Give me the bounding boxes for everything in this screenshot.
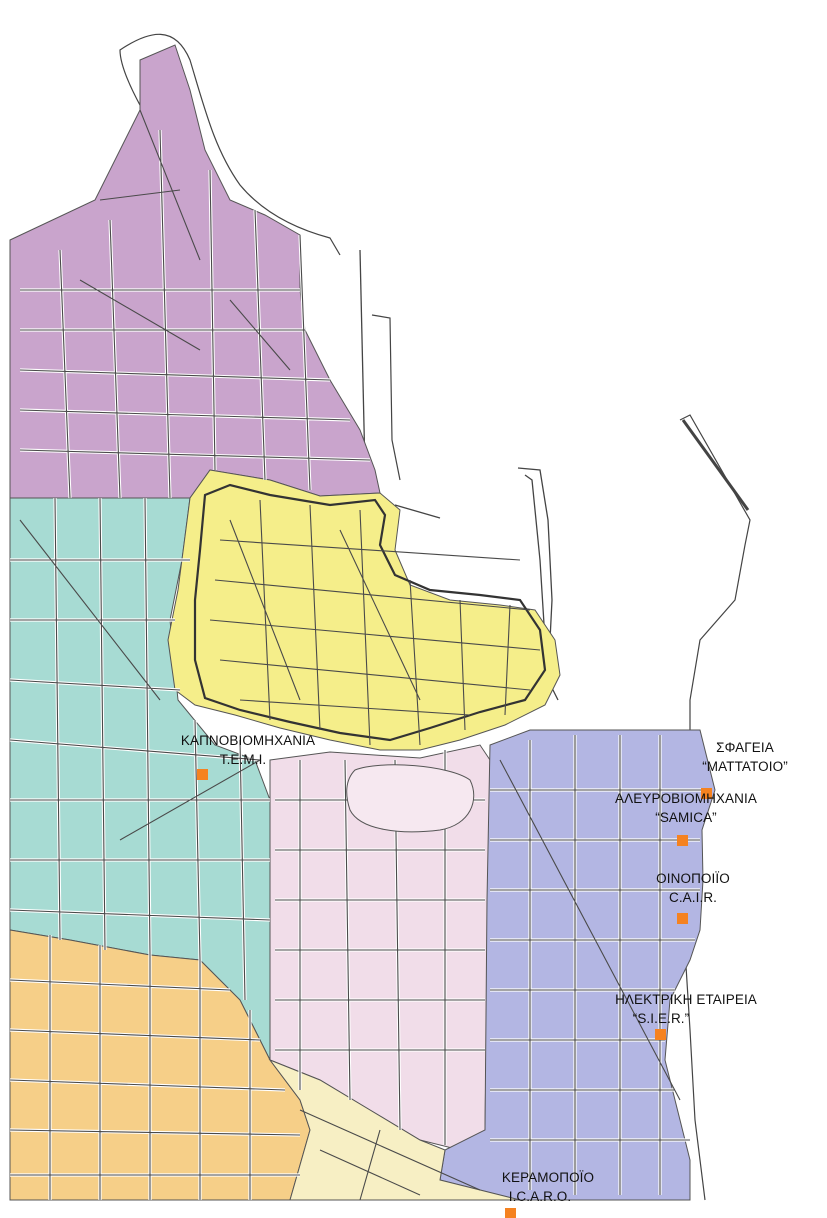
square-marker-icon (197, 769, 208, 780)
poi-kapnoviom-name: ΚΑΠΝΟΒΙΟΜΗΧΑΝΙΑ (181, 733, 315, 748)
poi-ilektriki-name: ΗΛΕΚΤΡΙΚΗ ΕΤΑΙΡΕΙΑ (615, 992, 757, 1007)
square-marker-icon (701, 788, 712, 799)
poi-aleurovio: ΑΛΕΥΡΟΒΙΟΜΗΧΑΝΙΑ “SAMICA” (615, 791, 757, 846)
poi-ilektriki: ΗΛΕΚΤΡΙΚΗ ΕΤΑΙΡΕΙΑ “S.I.E.R.” (615, 992, 757, 1040)
poi-keramopoiio-subname: I.C.A.R.O. (509, 1189, 572, 1204)
poi-kapnoviom-subname: T.E.M.I. (220, 752, 267, 767)
north-district (9, 44, 381, 499)
park-outline (346, 764, 475, 833)
poi-sfageia-subname: “ΜΑΤΤΑΤΟΙΟ” (702, 759, 788, 774)
poi-oinopoiio: ΟΙΝΟΠΟΙΪΟ C.A.I.R. (656, 871, 730, 924)
poi-sfageia-name: ΣΦΑΓΕΙΑ (716, 740, 774, 755)
poi-oinopoiio-subname: C.A.I.R. (669, 890, 717, 905)
poi-keramopoiio-name: ΚΕΡΑΜΟΠΟΪΟ (502, 1170, 594, 1185)
poi-aleurovio-name: ΑΛΕΥΡΟΒΙΟΜΗΧΑΝΙΑ (615, 791, 757, 806)
fortification-wall (193, 483, 547, 742)
poi-keramopoiio: ΚΕΡΑΜΟΠΟΪΟ I.C.A.R.O. (502, 1170, 594, 1218)
poi-sfageia: ΣΦΑΓΕΙΑ “ΜΑΤΤΑΤΟΙΟ” (701, 740, 788, 799)
coastline (119, 33, 751, 1201)
square-marker-icon (677, 913, 688, 924)
square-marker-icon (505, 1208, 516, 1218)
poi-kapnoviom: ΚΑΠΝΟΒΙΟΜΗΧΑΝΙΑ T.E.M.I. (181, 733, 315, 780)
poi-oinopoiio-name: ΟΙΝΟΠΟΙΪΟ (656, 871, 730, 886)
square-marker-icon (677, 835, 688, 846)
poi-aleurovio-subname: “SAMICA” (655, 810, 717, 825)
street-network (9, 109, 705, 1201)
poi-ilektriki-subname: “S.I.E.R.” (633, 1011, 690, 1026)
square-marker-icon (655, 1029, 666, 1040)
